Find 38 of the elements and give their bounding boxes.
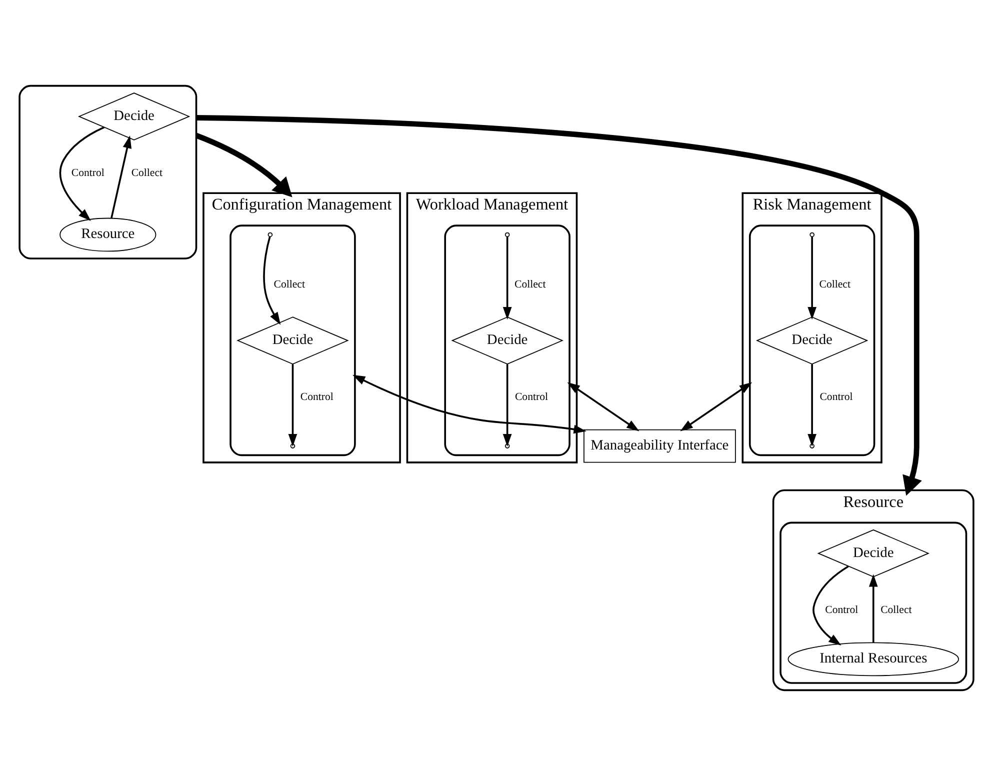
arrow: [808, 364, 816, 447]
edge-label: Collect: [880, 604, 912, 616]
node-ellipse: Internal Resources: [788, 642, 960, 676]
cluster: [444, 224, 570, 456]
edge-label: Control: [820, 391, 853, 404]
arrow: [567, 382, 640, 432]
arrow: [110, 136, 132, 218]
node-diamond: Decide: [78, 92, 190, 140]
cluster: [18, 84, 198, 260]
arrow: [680, 382, 752, 432]
node-diamond: Decide: [451, 316, 564, 364]
arrow: [59, 126, 105, 222]
arrow: [502, 364, 512, 447]
node-diamond: Decide: [817, 529, 930, 578]
edge-label: Collect: [274, 278, 305, 290]
edge-label: Control: [514, 391, 548, 404]
arrow: [868, 574, 878, 642]
node-diamond: Decide: [756, 316, 868, 364]
cluster: [748, 224, 876, 456]
node-box: Manageability Interface: [584, 429, 736, 463]
edge-label: Collect: [514, 278, 546, 290]
arrow: [263, 236, 281, 325]
edge-label: Control: [300, 391, 334, 404]
arrow: [808, 236, 816, 320]
arrow: [196, 115, 922, 496]
arrow: [195, 132, 292, 198]
arrow: [812, 566, 849, 646]
edge-label: Collect: [819, 278, 850, 290]
arrow: [502, 236, 512, 320]
cluster: [230, 224, 356, 456]
arrow: [288, 364, 298, 447]
arrow: [352, 374, 586, 434]
edge-label: Collect: [131, 167, 163, 180]
node-ellipse: Resource: [60, 218, 156, 252]
edge-label: Control: [71, 167, 104, 180]
node-diamond: Decide: [236, 316, 349, 364]
edge-label: Control: [825, 604, 858, 616]
cluster: [780, 522, 968, 684]
